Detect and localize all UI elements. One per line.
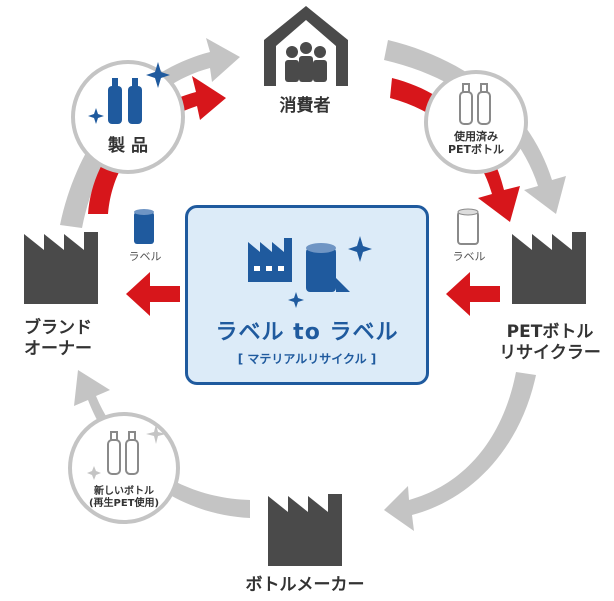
bottle-maker-label: ボトルメーカー: [245, 575, 365, 595]
sparkle-icon: [88, 108, 104, 124]
sparkle-icon: [146, 62, 170, 88]
label-roll-white-icon: [457, 208, 479, 245]
label-left-caption: ラベル: [128, 250, 162, 263]
consumer-house-icon: [264, 6, 348, 86]
center-title: ラベル to ラベル: [215, 320, 399, 345]
consumer-label: 消費者: [279, 96, 331, 116]
used-bottles-icon: [459, 83, 491, 125]
label-roll-blue-icon: [134, 209, 154, 244]
label-right-caption: ラベル: [452, 250, 486, 263]
new-bottle-circle: [68, 412, 180, 524]
brand-owner-factory-icon: [24, 232, 98, 304]
label-to-label-box: ラベル to ラベル [ マテリアルリサイクル ]: [185, 205, 429, 385]
new-bottle-label: 新しいボトル (再生PET使用): [88, 486, 160, 509]
new-bottles-icon: [107, 431, 139, 475]
sparkle-icon: [288, 292, 304, 308]
used-pet-circle: [424, 70, 528, 174]
brand-owner-label: ブランド オーナー: [24, 318, 92, 360]
used-pet-label: 使用済み PETボトル: [447, 130, 505, 157]
product-circle: [71, 60, 185, 174]
sparkle-icon: [146, 424, 166, 444]
center-subtitle: [ マテリアルリサイクル ]: [237, 352, 377, 366]
sparkle-icon: [348, 236, 372, 262]
bottle-maker-factory-icon: [268, 494, 342, 566]
sparkle-icon: [87, 466, 101, 480]
recycler-factory-icon: [512, 232, 586, 304]
product-bottles-icon: [108, 78, 142, 124]
product-label: 製 品: [108, 136, 148, 156]
recycler-label: PETボトル リサイクラー: [499, 322, 601, 364]
recycle-factory-illustration: [248, 236, 372, 308]
